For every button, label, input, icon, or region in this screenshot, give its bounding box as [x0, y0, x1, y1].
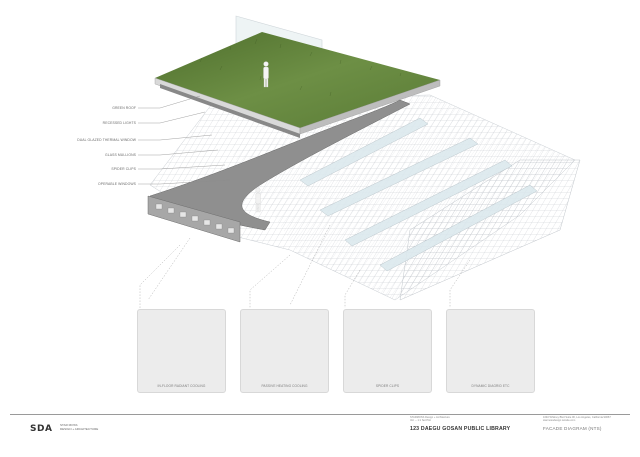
callout-spider-clips: SPIDER CLIPS	[111, 167, 136, 171]
detail-connectors	[139, 224, 471, 308]
meta-left: STARMOSS Design + Architecture Vol. -- 1…	[410, 416, 450, 423]
ramp-slab	[149, 99, 411, 231]
sheet-title: FACADE DIAGRAM (NTS)	[543, 426, 602, 431]
callout-operable-windows: OPERABLE WINDOWS	[98, 182, 136, 186]
detail-panel-spider-clips: SPIDER CLIPS	[343, 309, 432, 393]
panel-caption: SPIDER CLIPS	[375, 384, 400, 388]
project-title: 123 DAEGU GOSAN PUBLIC LIBRARY	[410, 426, 511, 432]
meta-right: 1640 Whitney Blvd Suite 00, Los Angeles,…	[543, 416, 611, 423]
callout-recessed-lights: RECESSED LIGHTS	[102, 121, 136, 125]
panel-caption: IN-FLOOR RADIANT COOLING	[157, 384, 206, 388]
glass-fins	[299, 117, 538, 272]
panel-caption: PASSIVE HEATING COOLING	[261, 384, 308, 388]
detail-panel-radiant-cooling: IN-FLOOR RADIANT COOLING	[137, 309, 226, 393]
detail-panel-diagrid: DYNAMIC DIAGRID ETC	[446, 309, 535, 393]
panel-caption: DYNAMIC DIAGRID ETC	[471, 384, 510, 388]
right-facade-wing	[399, 159, 581, 301]
person-figure-roof	[263, 61, 269, 88]
firm-subtitle: STAR MOSS DESIGN + ARCHITECTURE	[60, 423, 99, 431]
callout-green-roof: GREEN ROOF	[112, 106, 136, 110]
callout-leaders	[138, 95, 231, 185]
firm-logo: SDA	[30, 424, 53, 434]
callout-glass-mullions: GLASS MULLIONS	[105, 153, 136, 157]
person-figure-ramp	[255, 187, 261, 213]
detail-panel-passive: PASSIVE HEATING COOLING	[240, 309, 329, 393]
green-roof	[155, 32, 440, 128]
footer-rule	[10, 414, 630, 415]
callout-thermal-window: DUAL GLAZED THERMAL WINDOW	[77, 138, 136, 142]
